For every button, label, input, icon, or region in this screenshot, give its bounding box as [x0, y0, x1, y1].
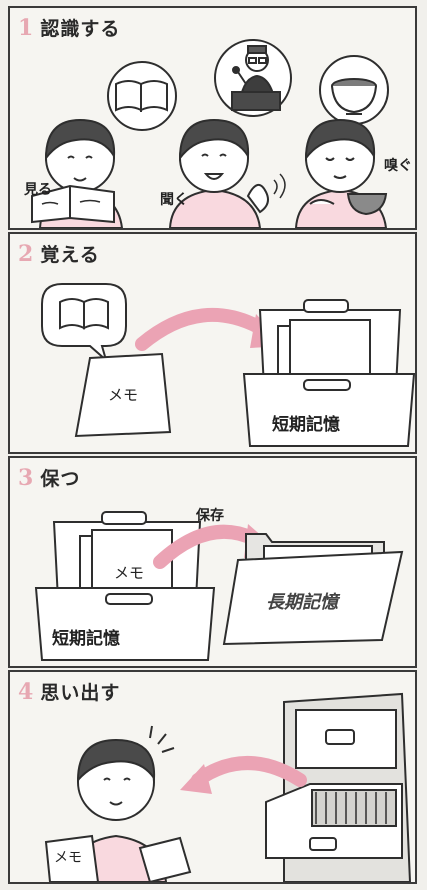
- label-hear: 聞く: [160, 192, 188, 208]
- retain-illustration: メモ 短期記憶 保存 長期記憶: [34, 507, 404, 661]
- short-term-tray: [242, 299, 415, 447]
- person-see: [31, 118, 124, 228]
- person-smell: [294, 118, 388, 228]
- panel-recall: 4 思い出す: [8, 670, 417, 884]
- panel-recognize: 1 認識する: [8, 6, 417, 230]
- short-term-label: 短期記憶: [272, 414, 340, 435]
- memorize-illustration: メモ 短期記憶: [41, 283, 415, 447]
- transfer-arrow: [135, 307, 271, 351]
- step-title: 認識する: [40, 18, 121, 40]
- person-recall: [44, 725, 192, 882]
- memo-label: メモ: [108, 386, 138, 404]
- soup-bowl-icon: [331, 78, 377, 115]
- step-number: 4: [18, 678, 35, 705]
- long-term-label: 長期記憶: [266, 592, 341, 613]
- step-number: 2: [18, 240, 35, 267]
- step-number: 1: [18, 14, 35, 41]
- recognize-illustration: 見る 聞く: [23, 39, 412, 228]
- panel-title: 3 保つ: [18, 464, 80, 491]
- panel-title: 4 思い出す: [18, 678, 120, 705]
- filing-cabinet: [265, 692, 412, 882]
- panel-retain: 3 保つ メモ 短期記憶 保存: [8, 456, 417, 668]
- memo-label: メモ: [54, 850, 82, 866]
- panel-title: 1 認識する: [18, 14, 120, 41]
- save-label: 保存: [195, 507, 224, 524]
- step-title: 覚える: [40, 244, 100, 266]
- short-term-label: 短期記憶: [52, 628, 120, 649]
- person-hear: [168, 118, 286, 228]
- step-title: 保つ: [40, 468, 81, 490]
- panel-title: 2 覚える: [18, 240, 100, 267]
- recall-arrow-head: [180, 764, 212, 794]
- label-smell: 嗅ぐ: [384, 157, 412, 174]
- memo-label: メモ: [114, 564, 144, 582]
- long-term-folder: [222, 533, 404, 646]
- panel-memorize: 2 覚える メモ: [8, 232, 417, 454]
- recall-arrow: [191, 756, 307, 787]
- label-see: 見る: [23, 182, 52, 198]
- book-icon: [115, 80, 168, 112]
- step-title: 思い出す: [40, 682, 121, 704]
- book-speech-bubble: [41, 283, 127, 363]
- recall-illustration: メモ: [44, 692, 412, 882]
- speaker-icon: [231, 45, 281, 111]
- step-number: 3: [18, 464, 35, 491]
- memo-paper: [74, 352, 172, 438]
